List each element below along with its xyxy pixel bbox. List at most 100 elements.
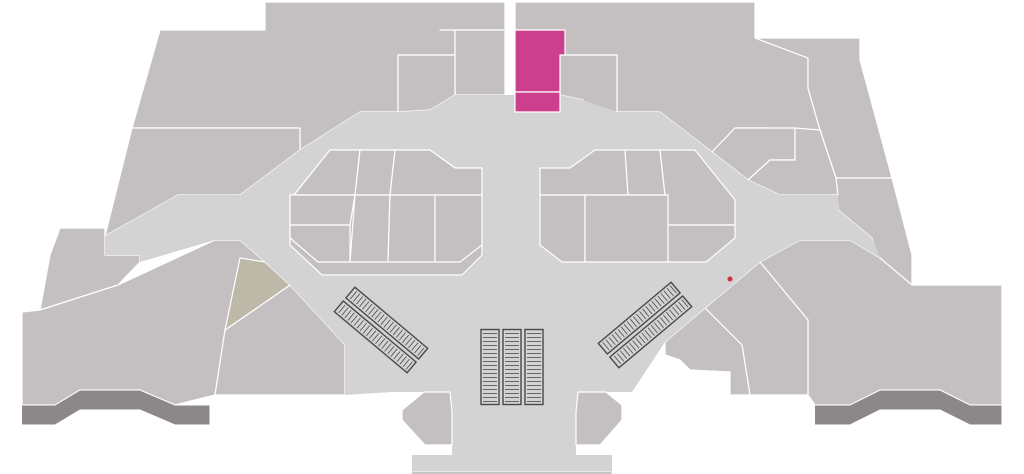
store-north-center[interactable] — [514, 29, 566, 93]
escalator-step — [641, 332, 649, 341]
escalator-step — [669, 285, 677, 294]
escalator-step — [365, 303, 373, 313]
escalator-step — [338, 304, 346, 314]
store-island-left-e[interactable] — [289, 224, 351, 263]
highlighted-store-group — [514, 29, 566, 113]
escalator-step — [681, 299, 689, 308]
escalator-step — [623, 323, 631, 333]
escalator-step — [659, 317, 667, 326]
south-entrance — [401, 391, 623, 446]
central-islands — [289, 149, 736, 276]
escalator-step — [650, 324, 658, 334]
escalator-lane — [344, 286, 429, 360]
store-island-left-h[interactable] — [434, 194, 483, 263]
store-entrance-left[interactable] — [401, 391, 453, 446]
escalator-step — [408, 339, 416, 349]
escalator-step — [651, 300, 659, 310]
escalator-lane — [480, 328, 500, 406]
escalator-step — [372, 333, 380, 342]
store-island-right-f[interactable] — [667, 224, 736, 263]
escalator-step — [675, 304, 683, 313]
escalator-step — [605, 339, 613, 348]
edge-southwest — [22, 389, 211, 426]
escalator-step — [617, 329, 625, 338]
escalator-step — [359, 298, 367, 307]
escalator-step — [402, 334, 410, 343]
escalator-step — [384, 343, 392, 352]
store-island-right-e[interactable] — [584, 194, 669, 263]
escalator-step — [620, 350, 628, 359]
escalator-step — [396, 353, 404, 362]
escalator-step — [356, 296, 364, 305]
escalator-step — [602, 341, 610, 351]
escalator-step — [356, 320, 364, 329]
store-island-left-b[interactable] — [354, 149, 396, 196]
escalator-step — [635, 337, 643, 346]
escalator-step — [639, 311, 647, 320]
outer-stores — [21, 1, 1003, 406]
escalator-step — [383, 319, 391, 328]
escalator-step — [362, 301, 370, 310]
escalator-step — [390, 348, 398, 357]
escalator-step — [629, 318, 637, 328]
escalator-step — [669, 309, 677, 318]
escalator-lane — [333, 300, 418, 374]
escalator-step — [362, 325, 370, 334]
escalator-step — [359, 322, 367, 332]
escalator-step — [648, 303, 656, 312]
escalator-step — [399, 356, 407, 365]
escalator-step — [393, 351, 401, 360]
escalator-lane — [608, 295, 693, 369]
escalator-step — [414, 345, 422, 354]
escalator-step — [369, 330, 377, 339]
floor-edges — [22, 389, 1003, 474]
store-north-center-front[interactable] — [514, 91, 561, 113]
escalator-step — [626, 345, 634, 354]
store-island-left-f[interactable] — [349, 194, 391, 263]
escalators — [333, 281, 693, 406]
escalator-step — [611, 334, 619, 343]
location-marker-icon[interactable] — [727, 276, 733, 282]
escalator-step — [374, 311, 382, 320]
escalator-step — [353, 293, 361, 302]
escalator-step — [350, 315, 358, 324]
escalator-step — [417, 347, 425, 356]
store-island-left-d[interactable] — [289, 194, 356, 226]
store-island-left-g[interactable] — [387, 194, 436, 263]
escalator-step — [666, 312, 674, 321]
escalator-step — [375, 335, 383, 344]
escalator-step — [638, 335, 646, 344]
escalator-step — [645, 305, 653, 315]
escalator-west[interactable] — [333, 286, 429, 374]
store-island-right-d[interactable] — [539, 194, 586, 263]
escalator-step — [663, 290, 671, 299]
escalator-step — [617, 353, 625, 362]
escalator-step — [656, 319, 664, 328]
escalator-step — [678, 301, 686, 310]
escalator-step — [666, 287, 674, 297]
escalator-step — [613, 355, 621, 364]
escalator-step — [662, 314, 671, 323]
escalator-step — [647, 327, 655, 336]
escalator-step — [623, 348, 631, 357]
escalator-center[interactable] — [480, 328, 544, 406]
store-entrance-right[interactable] — [575, 391, 623, 446]
escalator-step — [381, 340, 389, 350]
edge-southeast — [815, 389, 1003, 426]
escalator-step — [349, 291, 357, 300]
escalator-step — [392, 327, 400, 336]
store-southeast-inner-b[interactable] — [664, 307, 751, 396]
escalator-step — [386, 321, 394, 331]
escalator-step — [371, 309, 379, 318]
escalator-step — [626, 321, 634, 330]
store-island-right-b[interactable] — [624, 149, 666, 196]
escalator-step — [672, 306, 680, 316]
escalator-east[interactable] — [597, 281, 693, 369]
escalator-step — [608, 336, 616, 346]
escalator-step — [365, 327, 373, 337]
escalator-step — [411, 342, 419, 351]
escalator-lane — [597, 281, 682, 355]
escalator-step — [368, 306, 376, 315]
escalator-step — [380, 316, 388, 325]
